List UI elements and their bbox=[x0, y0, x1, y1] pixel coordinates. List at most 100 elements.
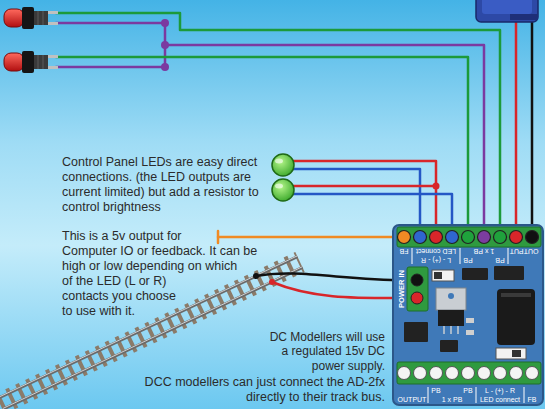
purple-wire bbox=[165, 45, 484, 232]
chip bbox=[462, 268, 488, 280]
junction-dot bbox=[433, 183, 440, 190]
purple-wire bbox=[56, 23, 165, 67]
terminal-label: FB bbox=[400, 247, 409, 256]
led-body bbox=[272, 179, 294, 201]
button-tab bbox=[48, 11, 58, 14]
junction-dot bbox=[161, 41, 169, 49]
smd-part bbox=[466, 330, 474, 335]
terminal-label: LED connect bbox=[480, 395, 520, 404]
regulator-legs bbox=[444, 326, 458, 334]
callout-text: This is a 5v output for Computer IO or f… bbox=[62, 229, 257, 318]
controller-board bbox=[393, 225, 543, 405]
board-label-row: OUTPUTPB1 x PBPBL - (+) - RLED connectFB bbox=[393, 247, 543, 265]
terminal bbox=[446, 367, 459, 380]
servo-body bbox=[476, 0, 538, 22]
heatsink-hole bbox=[448, 293, 454, 299]
callout-note: DC Modellers will use a regulated 15v DC… bbox=[263, 330, 385, 373]
divider bbox=[412, 248, 413, 264]
button-nut bbox=[22, 7, 34, 29]
button-body bbox=[34, 11, 48, 25]
terminal bbox=[526, 231, 539, 244]
terminal bbox=[414, 231, 427, 244]
switch-slider bbox=[434, 272, 442, 279]
callout-note: Control Panel LEDs are easy direct conne… bbox=[62, 155, 267, 215]
power-terminal bbox=[411, 274, 423, 286]
thread bbox=[38, 11, 39, 25]
chip bbox=[440, 340, 458, 352]
leader-line bbox=[218, 236, 400, 239]
terminal bbox=[398, 231, 411, 244]
board-label-row: POWER IN bbox=[393, 225, 409, 405]
terminal bbox=[510, 367, 523, 380]
servo bbox=[476, 0, 538, 22]
terminal-strip bbox=[397, 362, 541, 384]
terminal bbox=[494, 231, 507, 244]
leg bbox=[443, 326, 445, 334]
terminal-label: PB bbox=[463, 256, 472, 265]
board-pcb bbox=[393, 225, 543, 405]
red-wire bbox=[283, 185, 436, 188]
regulator bbox=[438, 310, 464, 326]
push-button bbox=[4, 51, 58, 73]
junction-dot bbox=[161, 63, 169, 71]
divider bbox=[460, 248, 461, 264]
divider bbox=[476, 387, 477, 403]
terminal bbox=[398, 367, 411, 380]
terminal bbox=[430, 367, 443, 380]
callout-note: This is a 5v output for Computer IO or f… bbox=[62, 229, 302, 374]
thread bbox=[38, 55, 39, 69]
button-cap bbox=[4, 9, 24, 27]
led-shine bbox=[275, 184, 283, 189]
button-nut bbox=[22, 51, 34, 73]
power-terminal bbox=[411, 292, 423, 304]
smd-part bbox=[466, 318, 474, 323]
terminal-label: PB bbox=[495, 256, 504, 265]
relay-shine bbox=[501, 293, 531, 297]
led-shine bbox=[275, 159, 283, 164]
terminal bbox=[462, 367, 475, 380]
divider bbox=[428, 387, 429, 403]
terminal bbox=[526, 367, 539, 380]
blue-wire bbox=[283, 169, 420, 232]
terminal-label: OUTPUT bbox=[398, 395, 427, 404]
terminal bbox=[478, 231, 491, 244]
black-wire bbox=[531, 22, 534, 232]
button-cap bbox=[4, 53, 24, 71]
servo-lead bbox=[510, 14, 538, 20]
terminal-label: L - (+) - R bbox=[485, 386, 515, 395]
divider bbox=[508, 248, 509, 264]
button-body bbox=[34, 55, 48, 69]
terminal bbox=[430, 231, 443, 244]
led bbox=[272, 179, 294, 201]
terminal-label: PB bbox=[431, 386, 440, 395]
terminals bbox=[398, 367, 539, 380]
relay bbox=[497, 289, 535, 345]
leg bbox=[457, 326, 459, 334]
green-wire bbox=[56, 13, 500, 232]
terminal bbox=[414, 367, 427, 380]
green-wire bbox=[56, 57, 468, 232]
terminal bbox=[510, 231, 523, 244]
controller-board: OUTPUTPB1 x PBPBL - (+) - RLED connectFB… bbox=[393, 225, 543, 405]
button-tab bbox=[48, 22, 58, 25]
terminal bbox=[462, 231, 475, 244]
terminal-label: 1 x PB bbox=[442, 395, 463, 404]
solder-dot bbox=[253, 273, 259, 279]
push-button bbox=[4, 7, 58, 29]
switch bbox=[432, 270, 454, 281]
thread bbox=[43, 55, 44, 69]
thread bbox=[43, 11, 44, 25]
terminal-label: L - (+) - R bbox=[421, 256, 451, 265]
servo-face bbox=[482, 0, 532, 14]
terminal-label: 1 x PB bbox=[474, 247, 495, 256]
terminal-label: OUTPUT bbox=[510, 247, 539, 256]
button-tab bbox=[48, 55, 58, 58]
leg bbox=[450, 326, 452, 334]
terminal bbox=[446, 231, 459, 244]
divider bbox=[524, 387, 525, 403]
chip bbox=[494, 266, 524, 280]
solder-dot bbox=[269, 279, 275, 285]
callout-note: DCC modellers can just connect the AD-2f… bbox=[140, 375, 385, 405]
red-wire bbox=[515, 22, 518, 232]
